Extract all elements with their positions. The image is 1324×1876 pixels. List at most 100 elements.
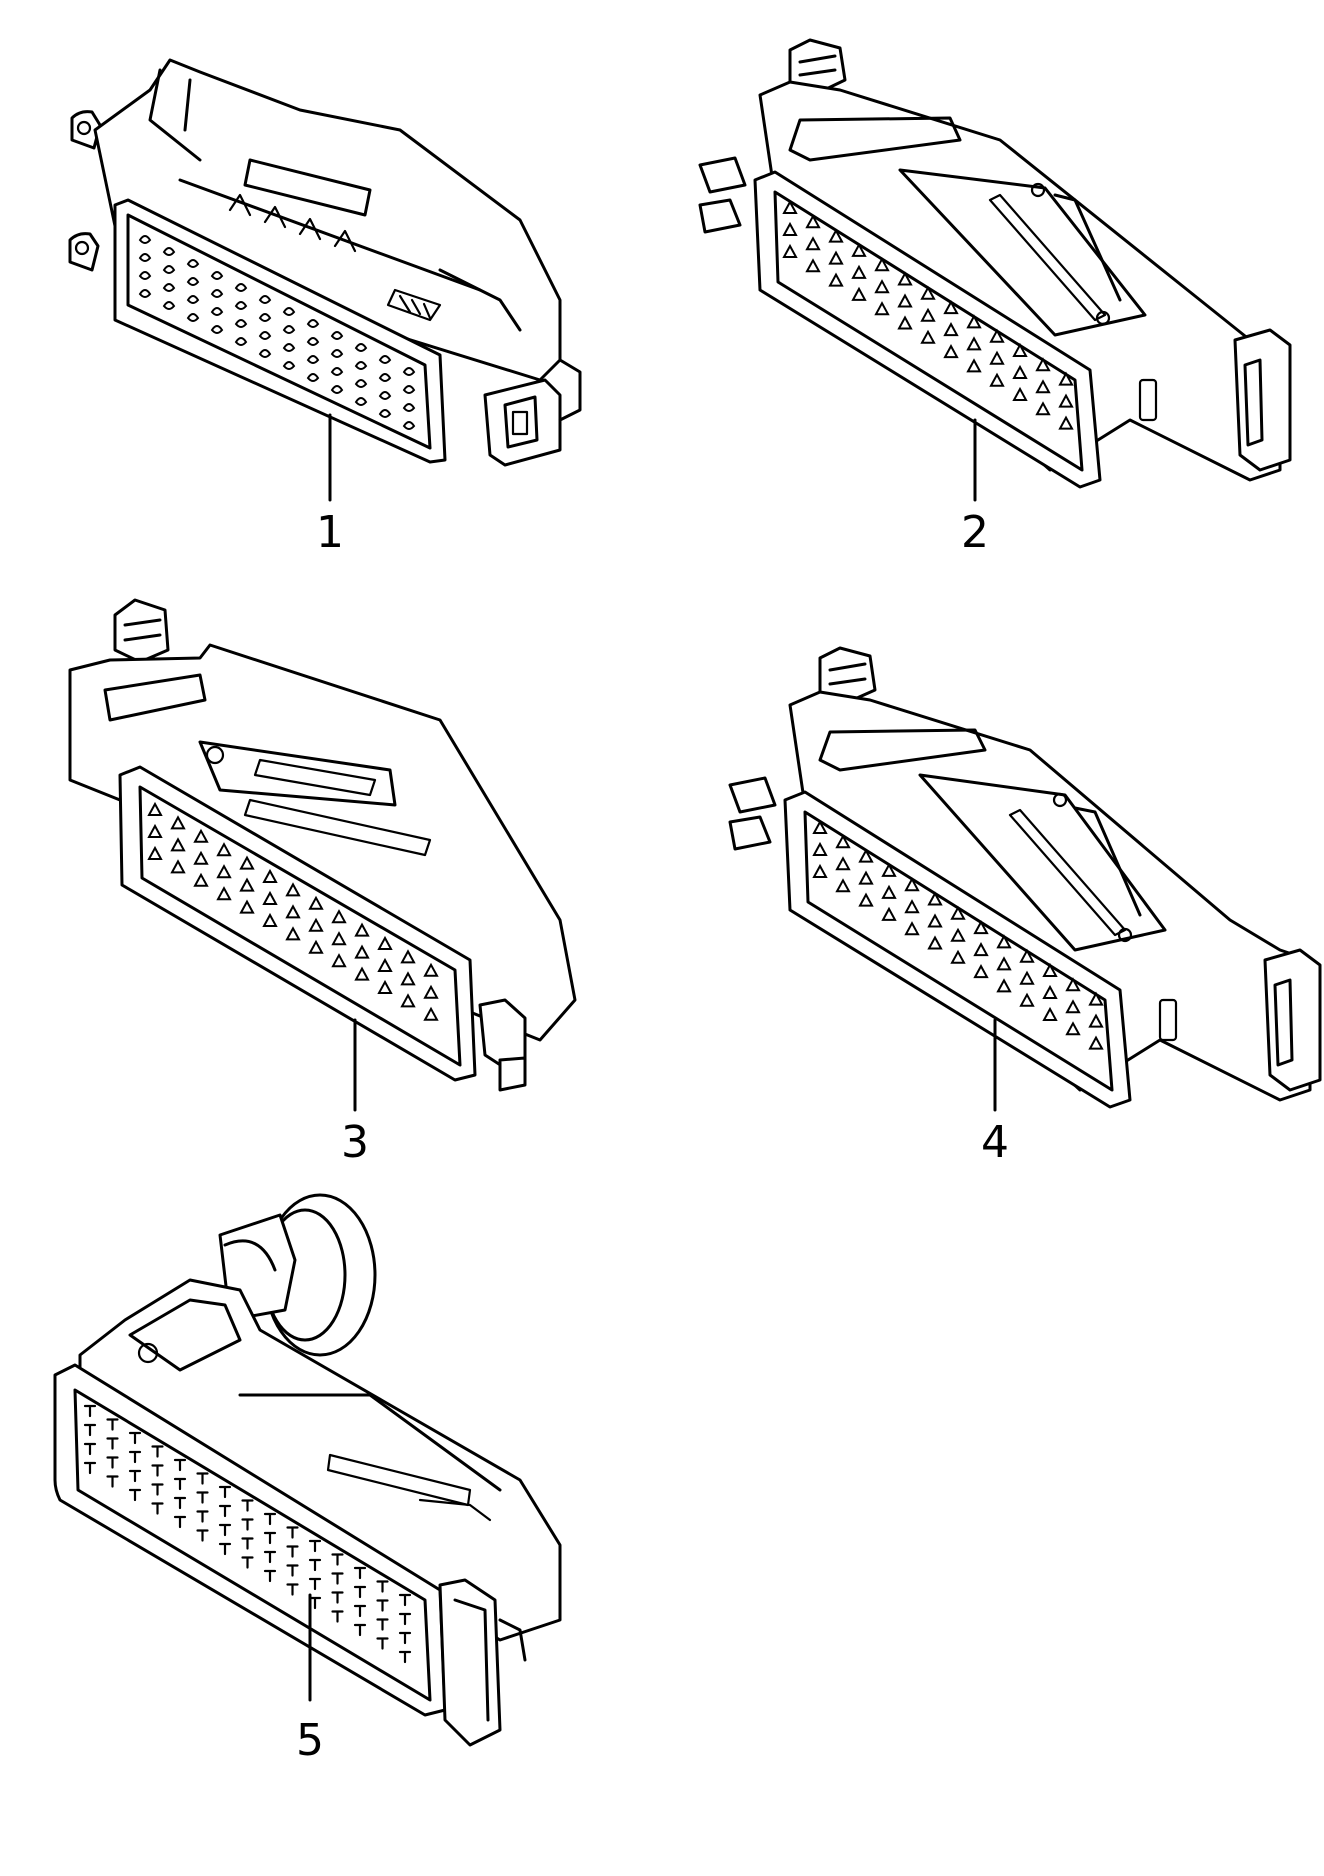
contact-pin xyxy=(1042,1006,1058,1021)
contact-pin xyxy=(241,1556,254,1569)
contact-pin xyxy=(376,1599,389,1612)
contact-pin xyxy=(874,257,890,272)
connector-part-1[interactable]: 1 xyxy=(68,58,582,558)
contact-pin xyxy=(989,328,1005,343)
contact-pin xyxy=(330,385,344,394)
contact-pin xyxy=(186,277,200,286)
contact-pin xyxy=(874,279,890,294)
connector-part-5[interactable]: 5 xyxy=(53,1193,562,1766)
contact-pin xyxy=(282,325,296,334)
connector-part-4[interactable]: 4 xyxy=(728,646,1322,1168)
contact-pin xyxy=(927,935,943,950)
contact-pin xyxy=(354,944,370,959)
contact-pin xyxy=(1042,962,1058,977)
contact-pin xyxy=(950,949,966,964)
contact-pin xyxy=(897,315,913,330)
contact-pin xyxy=(782,221,798,236)
contact-pin xyxy=(263,1550,277,1564)
contact-pin xyxy=(377,957,393,972)
contact-pin xyxy=(210,307,224,316)
contact-pin xyxy=(1035,357,1051,372)
contact-pin xyxy=(950,905,966,920)
contact-pin xyxy=(996,956,1012,971)
contact-pin xyxy=(354,343,368,352)
contact-pin xyxy=(402,421,416,430)
contact-pin xyxy=(262,912,278,927)
contact-pin xyxy=(331,1610,344,1623)
contact-pin xyxy=(377,935,393,950)
part-1-label: 1 xyxy=(316,507,344,558)
contact-pin xyxy=(162,283,176,292)
contact-pin xyxy=(308,1539,322,1553)
contact-pin xyxy=(858,870,874,885)
contact-pin xyxy=(423,962,439,977)
contact-pin xyxy=(196,1510,209,1523)
contact-pin xyxy=(331,1591,344,1604)
contact-pin xyxy=(218,1485,232,1499)
contact-pin xyxy=(943,300,959,315)
contact-pin xyxy=(186,295,200,304)
contact-pin xyxy=(216,864,232,879)
contact-pin xyxy=(1035,379,1051,394)
contact-pin xyxy=(400,949,416,964)
contact-pin xyxy=(354,361,368,370)
contact-pin xyxy=(1019,948,1035,963)
contact-pin xyxy=(398,1631,412,1645)
contact-pin xyxy=(263,1569,277,1583)
contact-pin xyxy=(128,1431,142,1445)
contact-pin xyxy=(262,890,278,905)
contact-pin xyxy=(973,920,989,935)
part-5-label: 5 xyxy=(296,1715,324,1766)
contact-pin xyxy=(106,1475,119,1488)
contact-pin xyxy=(943,322,959,337)
contact-pin xyxy=(239,899,255,914)
contact-pin xyxy=(193,828,209,843)
contact-pin xyxy=(377,979,393,994)
contact-pin xyxy=(828,272,844,287)
contact-pin xyxy=(989,372,1005,387)
contact-pin xyxy=(858,848,874,863)
contact-pin xyxy=(241,1499,254,1512)
contact-pin xyxy=(851,242,867,257)
contact-pin xyxy=(330,331,344,340)
contact-pin xyxy=(306,319,320,328)
contact-pin xyxy=(331,953,347,968)
contact-pin xyxy=(306,373,320,382)
contact-pin xyxy=(234,283,248,292)
contact-pin xyxy=(308,917,324,932)
part-3-label: 3 xyxy=(341,1117,369,1168)
contact-pin xyxy=(973,942,989,957)
contact-pin xyxy=(147,801,163,816)
contact-pin xyxy=(306,355,320,364)
contact-pin xyxy=(285,882,301,897)
contact-pin xyxy=(138,289,152,298)
connector-part-2[interactable]: 2 xyxy=(698,38,1292,558)
contact-pin xyxy=(1019,970,1035,985)
contact-pin xyxy=(330,349,344,358)
contact-pin xyxy=(186,259,200,268)
contact-pin xyxy=(308,1577,322,1591)
contact-pin xyxy=(162,265,176,274)
contact-pin xyxy=(128,1469,142,1483)
contact-pin xyxy=(1088,991,1104,1006)
contact-pin xyxy=(234,319,248,328)
contact-pin xyxy=(812,841,828,856)
contact-pin xyxy=(782,243,798,258)
contact-pin xyxy=(354,397,368,406)
contact-pin xyxy=(897,271,913,286)
contact-pin xyxy=(423,1006,439,1021)
contact-pin xyxy=(835,878,851,893)
contact-pin xyxy=(1058,415,1074,430)
contact-pin xyxy=(83,1404,97,1418)
connector-part-3[interactable]: 3 xyxy=(68,598,577,1168)
contact-pin xyxy=(927,891,943,906)
contact-pin xyxy=(241,1518,254,1531)
contact-pin xyxy=(881,862,897,877)
contact-pin xyxy=(196,1529,209,1542)
contact-pin xyxy=(147,845,163,860)
contact-pin xyxy=(216,886,232,901)
contact-pin xyxy=(828,250,844,265)
contact-pin xyxy=(263,1531,277,1545)
contact-pin xyxy=(285,904,301,919)
contact-pin xyxy=(1058,393,1074,408)
